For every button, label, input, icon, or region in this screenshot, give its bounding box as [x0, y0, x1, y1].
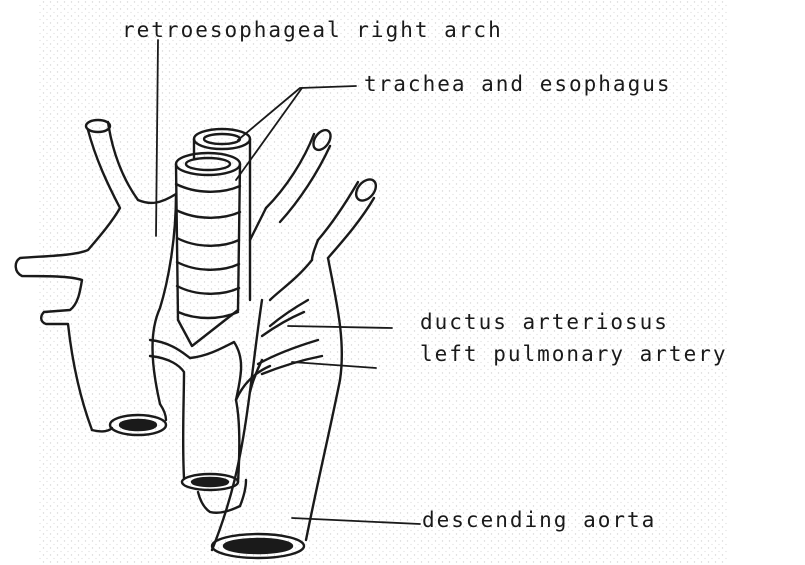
label-ductus-arteriosus: ductus arteriosus: [420, 310, 669, 334]
label-trachea-and-esophagus: trachea and esophagus: [364, 72, 672, 96]
label-descending-aorta: descending aorta: [422, 508, 656, 532]
label-retroesophageal-right-arch: retroesophageal right arch: [122, 18, 503, 42]
label-left-pulmonary-artery: left pulmonary artery: [420, 342, 728, 366]
